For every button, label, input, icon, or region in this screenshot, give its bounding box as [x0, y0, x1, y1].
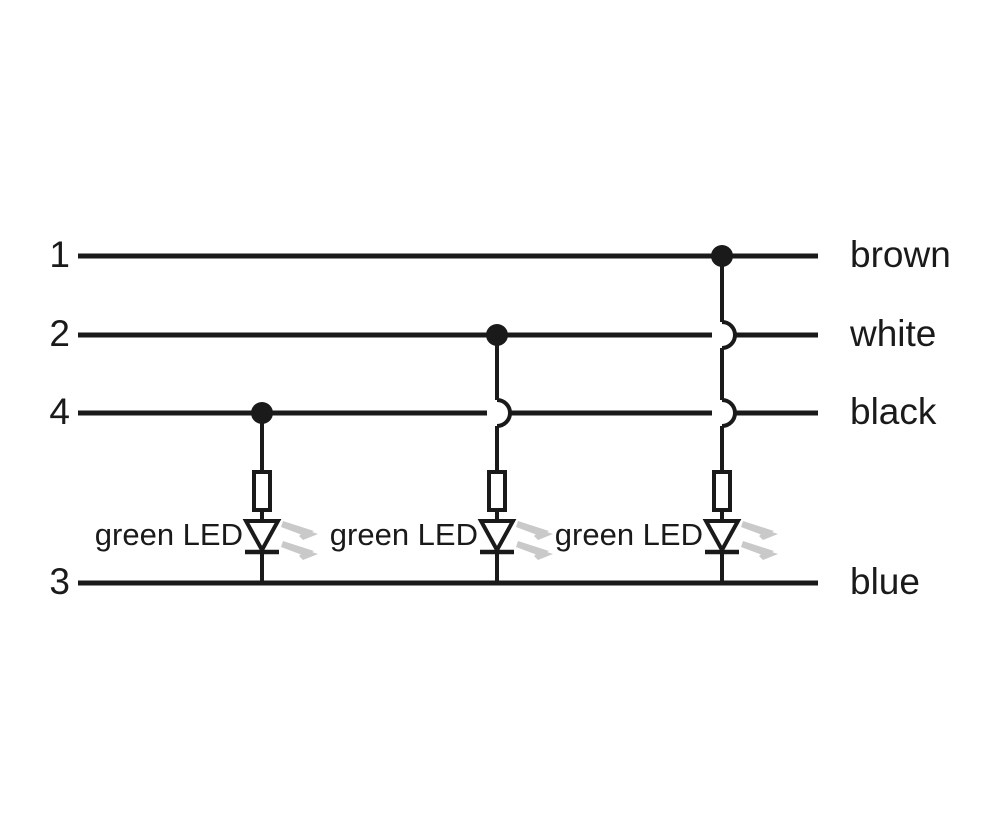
pin-number-4: 4: [49, 391, 70, 432]
branch-2-led-ray-lower-head-icon: [534, 550, 553, 560]
wire-color-label-blue: blue: [850, 561, 920, 602]
led-branch-3: [702, 245, 778, 583]
branch-1-led-diode: [242, 519, 282, 555]
led-label-3: green LED: [555, 517, 703, 552]
branch-2-led-ray-upper-head-icon: [534, 530, 553, 540]
pin-number-2: 2: [49, 313, 70, 354]
wire-color-label-brown: brown: [850, 234, 951, 275]
branch-1-led-ray-lower-head-icon: [299, 550, 318, 560]
branch-3-led-diode: [702, 519, 742, 555]
branch-2-resistor: [487, 470, 507, 512]
wire-color-label-white: white: [849, 313, 936, 354]
branch-2-hop-over-pin-4: [496, 398, 512, 428]
led-branch-1: [242, 402, 318, 583]
branch-1-led-ray-upper-head-icon: [299, 530, 318, 540]
branch-2-led-diode: [477, 519, 517, 555]
branch-3-resistor: [712, 470, 732, 512]
led-branch-2: [477, 324, 553, 583]
branch-1-junction-dot: [251, 402, 273, 424]
branch-3-led-ray-lower-head-icon: [759, 550, 778, 560]
led-label-1: green LED: [95, 517, 243, 552]
branch-1-resistor: [252, 470, 272, 512]
branch-3-hop-over-pin-4: [721, 398, 737, 428]
branch-3-led-ray-upper-head-icon: [759, 530, 778, 540]
pin-number-3: 3: [49, 561, 70, 602]
branch-3-hop-over-pin-2: [721, 320, 737, 350]
wire-color-label-black: black: [850, 391, 937, 432]
led-label-2: green LED: [330, 517, 478, 552]
branch-3-junction-dot: [711, 245, 733, 267]
pin-number-1: 1: [49, 234, 70, 275]
branch-2-junction-dot: [486, 324, 508, 346]
